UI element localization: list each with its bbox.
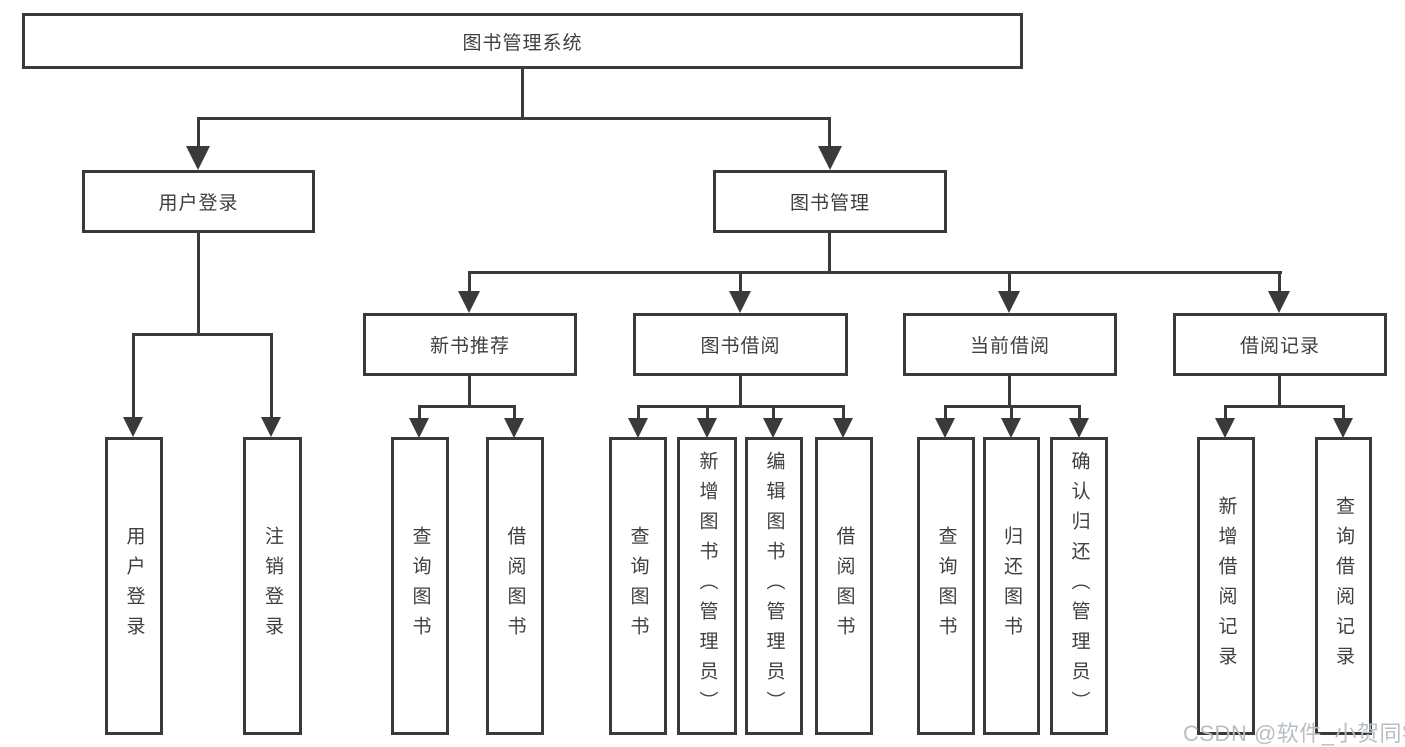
arrow-down-icon <box>123 417 143 437</box>
node-root: 图书管理系统 <box>22 13 1023 69</box>
leaf-query-books: 查询图书 <box>391 437 449 735</box>
connector-section-stem <box>468 376 471 407</box>
connector-leaf-drop <box>637 405 640 419</box>
arrow-down-icon <box>1268 291 1290 313</box>
connector-book-mgmt-drop <box>828 117 831 147</box>
leaf-confirm-return-admin: 确认归还（管理员） <box>1050 437 1108 735</box>
connector-section-drop <box>468 271 471 293</box>
leaf-query-books: 查询图书 <box>917 437 975 735</box>
leaf-borrow-books: 借阅图书 <box>815 437 873 735</box>
arrow-down-icon <box>1001 418 1021 438</box>
connector-root-stem <box>521 69 524 117</box>
leaf-add-borrow-record: 新增借阅记录 <box>1197 437 1255 735</box>
connector-leaf-drop <box>944 405 947 419</box>
connector-user-login-stem <box>197 233 200 335</box>
node-book-mgmt: 图书管理 <box>713 170 947 233</box>
leaf-query-books: 查询图书 <box>609 437 667 735</box>
arrow-down-icon <box>1069 418 1089 438</box>
connector-leaf-drop <box>1342 405 1345 419</box>
connector-leaf-drop <box>706 405 709 419</box>
connector-section-stem <box>1008 376 1011 407</box>
arrow-down-icon <box>697 418 717 438</box>
arrow-down-icon <box>998 291 1020 313</box>
arrow-down-icon <box>729 291 751 313</box>
leaf-add-book-admin: 新增图书（管理员） <box>677 437 737 735</box>
connector-leaf-drop <box>842 405 845 419</box>
connector-section-drop <box>1278 271 1281 293</box>
connector-leaf-rail <box>1224 405 1345 408</box>
arrow-down-icon <box>833 418 853 438</box>
leaf-logout: 注销登录 <box>243 437 302 735</box>
connector-leaf-drop <box>513 405 516 419</box>
connector-leaf-rail <box>418 405 516 408</box>
arrow-down-icon <box>763 418 783 438</box>
connector-leaf-drop <box>270 333 273 417</box>
connector-book-mgmt-stem <box>828 233 831 273</box>
connector-leaf-drop <box>132 333 135 417</box>
node-book-borrow: 图书借阅 <box>633 313 848 376</box>
leaf-edit-book-admin: 编辑图书（管理员） <box>745 437 803 735</box>
connector-section-drop <box>739 271 742 293</box>
connector-leaf-drop <box>1224 405 1227 419</box>
leaf-borrow-books: 借阅图书 <box>486 437 544 735</box>
connector-leaf-drop <box>1078 405 1081 419</box>
connector-leaf-drop <box>772 405 775 419</box>
arrow-down-icon <box>261 417 281 437</box>
connector-user-login-rail <box>132 333 273 336</box>
connector-user-login-drop <box>197 117 200 147</box>
node-new-book-recommend: 新书推荐 <box>363 313 577 376</box>
arrow-down-icon <box>818 146 842 170</box>
csdn-watermark: CSDN @软件_小贺同学 <box>1183 721 1405 746</box>
arrow-down-icon <box>186 146 210 170</box>
node-current-borrow: 当前借阅 <box>903 313 1117 376</box>
node-user-login: 用户登录 <box>82 170 315 233</box>
connector-level2-rail <box>197 117 831 120</box>
arrow-down-icon <box>504 418 524 438</box>
arrow-down-icon <box>458 291 480 313</box>
arrow-down-icon <box>409 418 429 438</box>
connector-level3-rail <box>468 271 1282 274</box>
arrow-down-icon <box>935 418 955 438</box>
connector-section-stem <box>739 376 742 407</box>
leaf-return-book: 归还图书 <box>983 437 1040 735</box>
connector-leaf-drop <box>418 405 421 419</box>
connector-leaf-rail <box>637 405 845 408</box>
arrow-down-icon <box>1333 418 1353 438</box>
arrow-down-icon <box>1215 418 1235 438</box>
node-borrow-records: 借阅记录 <box>1173 313 1387 376</box>
connector-section-drop <box>1008 271 1011 293</box>
leaf-query-borrow-record: 查询借阅记录 <box>1315 437 1372 735</box>
connector-leaf-drop <box>1010 405 1013 419</box>
connector-section-stem <box>1278 376 1281 407</box>
arrow-down-icon <box>628 418 648 438</box>
leaf-user-login: 用户登录 <box>105 437 163 735</box>
